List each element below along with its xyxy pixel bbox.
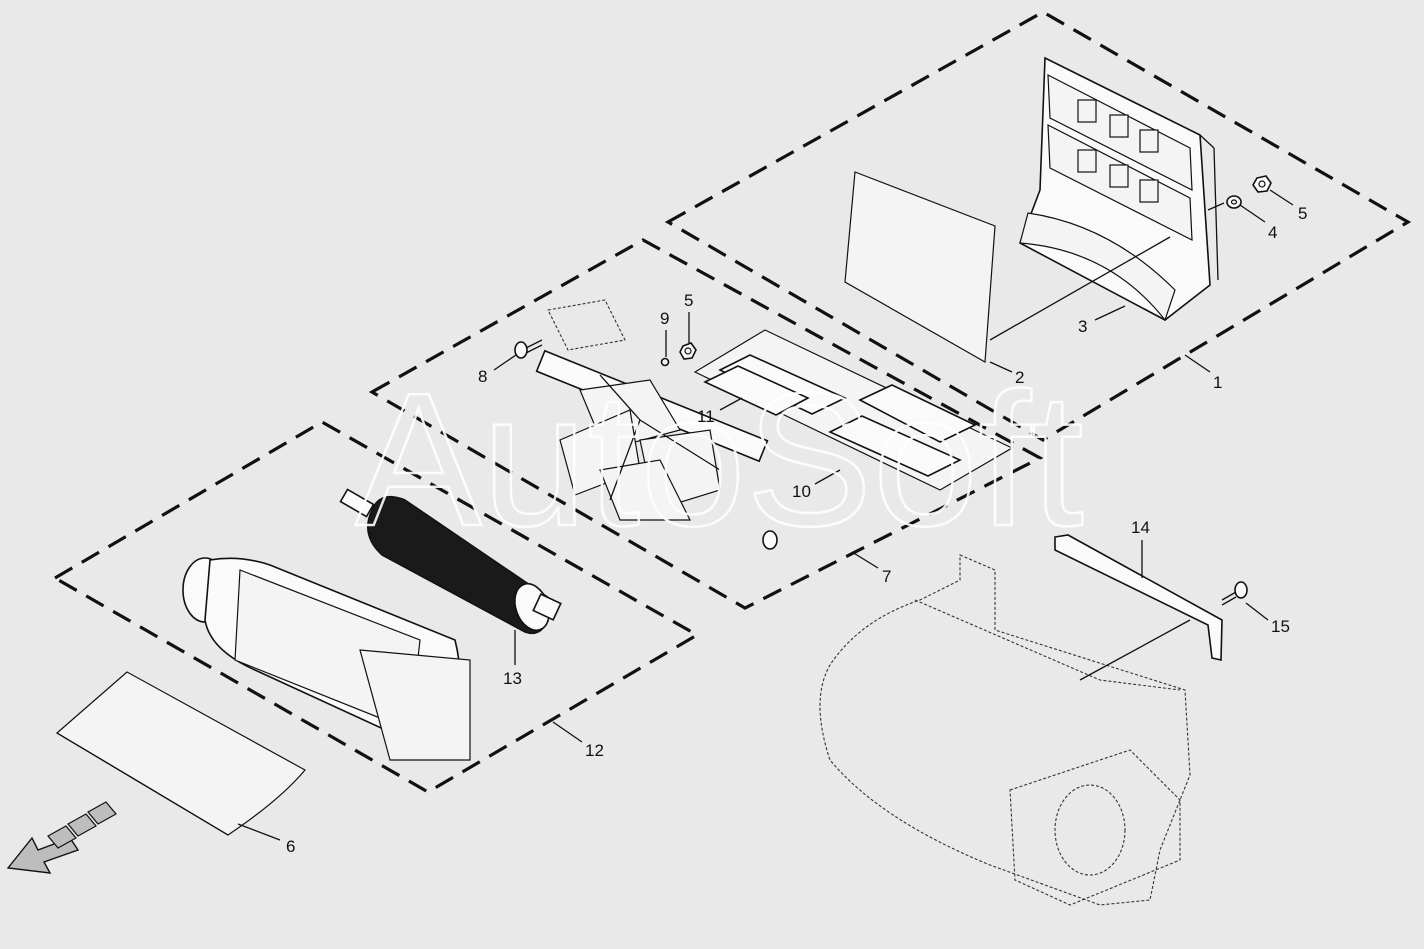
housing-frame-part[interactable]: [1019, 56, 1219, 322]
callout-7: 7: [882, 567, 891, 586]
small-washer-part[interactable]: [660, 357, 670, 367]
watermark: AutoSoft: [355, 354, 1084, 566]
group-outline-7: [368, 238, 1044, 610]
callout-10: 10: [792, 482, 811, 501]
bolt-part[interactable]: [1221, 581, 1248, 606]
roller-part[interactable]: [339, 488, 562, 635]
wear-strip-set-part[interactable]: [693, 329, 1014, 491]
callout-14: 14: [1131, 518, 1150, 537]
callout-5-upper: 5: [1298, 204, 1307, 223]
deflector-plate-part[interactable]: [55, 671, 306, 836]
direction-arrow-icon: [6, 801, 117, 874]
rotor-part[interactable]: [535, 349, 778, 550]
callout-4: 4: [1268, 223, 1277, 242]
callout-12: 12: [585, 741, 604, 760]
callout-8: 8: [478, 367, 487, 386]
leader-lines: [237, 189, 1294, 841]
screw-part[interactable]: [514, 339, 543, 359]
callout-6: 6: [286, 837, 295, 856]
chopper-housing-part[interactable]: [182, 557, 471, 761]
callout-13: 13: [503, 669, 522, 688]
machine-housing-reference: [819, 554, 1191, 906]
group-outline-1: [664, 10, 1412, 442]
knife-insert-ghost: [547, 299, 626, 351]
callout-11: 11: [697, 407, 715, 426]
callout-5-lower: 5: [684, 291, 693, 310]
panel-part[interactable]: [844, 171, 996, 363]
callout-9: 9: [660, 309, 669, 328]
rotor-nut-part[interactable]: [679, 342, 697, 360]
callouts: 1 2 3 4 5 5 6 7 8 9 10 11 12 13 14 15: [286, 204, 1307, 856]
mounting-strip-part[interactable]: [1054, 534, 1223, 661]
callout-1: 1: [1213, 373, 1222, 392]
callout-15: 15: [1271, 617, 1290, 636]
washer-part[interactable]: [1226, 195, 1242, 209]
callout-2: 2: [1015, 368, 1024, 387]
group-outline-12: [51, 420, 701, 794]
nut-part[interactable]: [1252, 175, 1272, 193]
callout-3: 3: [1078, 317, 1087, 336]
